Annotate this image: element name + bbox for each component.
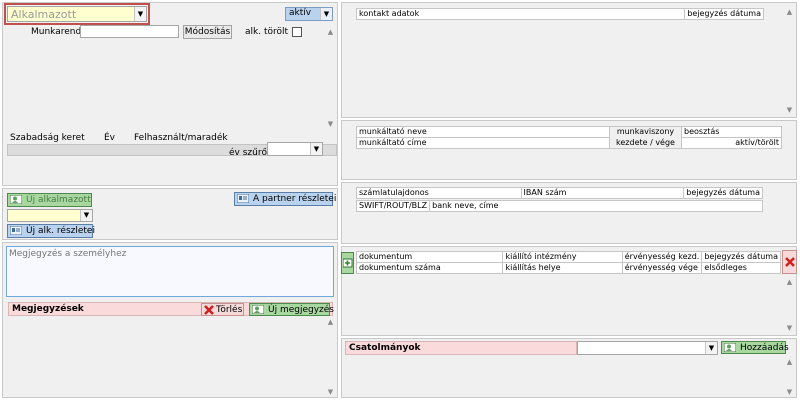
deleted-label: alk. törölt: [245, 27, 289, 37]
deleted-checkbox[interactable]: [292, 27, 302, 37]
chevron-down-icon: ▼: [80, 210, 92, 221]
attachments-scrollbar[interactable]: ▲ ▼: [785, 358, 794, 396]
employer-name-header: munkáltató neve: [356, 126, 610, 138]
status-select[interactable]: aktív ▼: [285, 7, 333, 21]
secondary-select[interactable]: ▼: [7, 209, 93, 222]
scroll-down-icon[interactable]: ▼: [786, 388, 793, 396]
new-note-button[interactable]: Új megjegyzés: [249, 303, 334, 316]
leave-table: [7, 144, 337, 156]
bank-name-header: bank neve, címe: [429, 200, 763, 212]
valid-to-header: érvényesség vége: [621, 262, 703, 274]
issuer-header: kiállító intézmény: [502, 251, 623, 263]
employer-address-header: munkáltató címe: [356, 137, 610, 149]
add-note-icon: [251, 304, 265, 315]
attachments-title: Csatolmányok: [349, 343, 421, 353]
workorder-input[interactable]: [80, 25, 179, 38]
card-icon: [236, 193, 250, 204]
chevron-down-icon: ▼: [705, 342, 717, 354]
new-emp-details-label: Új alk. részletei: [26, 226, 95, 236]
employee-select-highlight: [4, 3, 150, 25]
employee-select-value: Alkalmazott: [11, 8, 77, 21]
contacts-header-data: kontakt adatok: [355, 8, 686, 20]
bank-row: számlatulajdonos IBAN szám bejegyzés dát…: [356, 187, 763, 199]
contacts-table: kontakt adatok bejegyzés dátuma: [355, 8, 764, 20]
new-note-label: Új megjegyzés: [268, 305, 334, 315]
employers-table: munkáltató neve munkaviszony beosztás mu…: [356, 126, 782, 149]
bank-date-header: bejegyzés dátuma: [683, 187, 763, 199]
add-file-icon: [723, 342, 737, 353]
scroll-up-icon[interactable]: ▲: [327, 318, 334, 326]
employee-panel-scrollbar[interactable]: ▲ ▼: [326, 28, 335, 128]
iban-header: IBAN szám: [520, 187, 685, 199]
active-deleted-header: aktív/törölt: [681, 137, 782, 149]
contacts-header-date: bejegyzés dátuma: [684, 8, 764, 20]
contacts-header-row: kontakt adatok bejegyzés dátuma: [355, 8, 764, 20]
scroll-up-icon[interactable]: ▲: [786, 278, 793, 286]
bank-table-row2: SWIFT/ROUT/BLZ bank neve, címe: [355, 200, 763, 212]
valid-from-header: érvényesség kezd.: [621, 251, 703, 263]
status-select-value: aktív: [289, 8, 312, 18]
scroll-up-icon[interactable]: ▲: [327, 28, 334, 36]
workorder-label: Munkarend: [31, 27, 82, 37]
issue-place-header: kiállítás helye: [502, 262, 623, 274]
add-document-icon: [342, 258, 353, 268]
swift-header: SWIFT/ROUT/BLZ: [355, 200, 431, 212]
new-emp-details-button[interactable]: Új alk. részletei: [7, 224, 95, 238]
document-date-header: bejegyzés dátuma: [701, 251, 781, 263]
delete-icon: [785, 257, 795, 267]
notes-scrollbar[interactable]: ▲ ▼: [326, 318, 335, 396]
delete-icon: [204, 305, 214, 315]
employers-row: munkáltató neve munkaviszony beosztás: [356, 126, 782, 138]
bank-table: számlatulajdonos IBAN szám bejegyzés dát…: [356, 187, 763, 199]
leave-header-year: Év: [104, 133, 116, 143]
employee-select[interactable]: Alkalmazott ▼: [7, 6, 147, 22]
bank-row: SWIFT/ROUT/BLZ bank neve, címe: [355, 200, 763, 212]
attachments-select[interactable]: ▼: [577, 341, 718, 355]
scroll-up-icon[interactable]: ▲: [786, 358, 793, 366]
chevron-down-icon: ▼: [310, 143, 322, 155]
employers-row: munkáltató címe kezdete / vége aktív/tör…: [356, 137, 782, 149]
delete-note-label: Törlés: [216, 305, 243, 315]
scroll-down-icon[interactable]: ▼: [786, 106, 793, 114]
contacts-panel: [341, 2, 797, 118]
delete-document-button[interactable]: [782, 250, 797, 274]
person-note-textarea[interactable]: [6, 246, 334, 297]
document-number-header: dokumentum száma: [355, 262, 504, 274]
documents-table: dokumentum kiállító intézmény érvényessé…: [355, 251, 781, 274]
add-attachment-button[interactable]: Hozzáadás: [721, 341, 789, 354]
scroll-down-icon[interactable]: ▼: [786, 324, 793, 332]
partner-details-button[interactable]: A partner részletei: [234, 192, 337, 206]
add-document-button[interactable]: [341, 252, 354, 274]
position-header: beosztás: [681, 126, 782, 138]
new-employee-label: Új alkalmazott: [26, 195, 91, 205]
account-holder-header: számlatulajdonos: [356, 187, 522, 199]
card-icon: [9, 225, 23, 236]
add-person-icon: [9, 194, 23, 205]
scroll-down-icon[interactable]: ▼: [327, 120, 334, 128]
document-header: dokumentum: [355, 251, 504, 263]
delete-note-button[interactable]: Törlés: [201, 303, 244, 316]
chevron-down-icon: ▼: [134, 7, 146, 21]
employment-header: munkaviszony: [609, 126, 682, 138]
scroll-up-icon[interactable]: ▲: [786, 8, 793, 16]
primary-header: elsődleges: [701, 262, 781, 274]
scroll-down-icon[interactable]: ▼: [327, 388, 334, 396]
documents-row: dokumentum kiállító intézmény érvényessé…: [355, 251, 781, 263]
start-end-header: kezdete / vége: [609, 137, 682, 149]
chevron-down-icon: ▼: [320, 8, 332, 20]
documents-row: dokumentum száma kiállítás helye érvénye…: [355, 262, 781, 274]
partner-details-label: A partner részletei: [253, 194, 337, 204]
leave-header-used: Felhasznált/maradék: [134, 133, 228, 143]
leave-header-limit: Szabadság keret: [10, 133, 85, 143]
year-filter-select[interactable]: ▼: [267, 142, 323, 156]
modify-button[interactable]: Módosítás: [183, 25, 232, 39]
notes-title: Megjegyzések: [12, 304, 84, 314]
contacts-scrollbar[interactable]: ▲ ▼: [785, 8, 794, 114]
new-employee-button[interactable]: Új alkalmazott: [7, 193, 92, 207]
add-attachment-label: Hozzáadás: [740, 343, 789, 353]
documents-scrollbar[interactable]: ▲ ▼: [785, 278, 794, 332]
year-filter-label: év szűrő: [229, 148, 268, 158]
attachments-bar: Csatolmányok: [345, 341, 577, 355]
